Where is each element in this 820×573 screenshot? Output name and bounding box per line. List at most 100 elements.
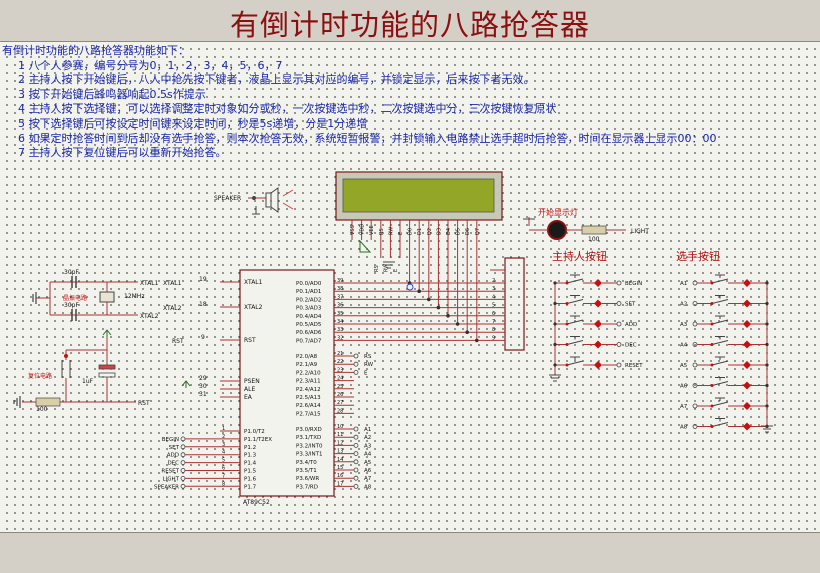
crystal-xtal2: XTAL2 — [140, 313, 159, 320]
schematic-sheet[interactable] — [0, 42, 820, 532]
svg-text:18: 18 — [199, 301, 207, 308]
p1-pin-number: 8 — [222, 481, 225, 487]
player-button-a3[interactable]: A3 — [680, 315, 769, 328]
cap1-value: 30pF — [64, 269, 79, 276]
p1-pin-number: 5 — [222, 458, 225, 464]
p3-pin-number: 10 — [337, 424, 343, 430]
p3-pin-number: 11 — [337, 432, 343, 438]
player-button-a6[interactable]: A6 — [680, 377, 769, 390]
svg-text:31: 31 — [199, 391, 207, 398]
p1-pin-label: P1.7 — [244, 484, 257, 490]
p3-net-label: A4 — [364, 452, 372, 458]
p2-pin-number: 26 — [337, 392, 343, 398]
p2-pin-label: P2.5/A13 — [296, 395, 321, 401]
light-net-label: LIGHT — [631, 228, 649, 235]
p0-pin-label: P0.3/AD3 — [296, 306, 322, 312]
p2-pin-label: P2.1/A9 — [296, 362, 318, 368]
lcd-pin-label: D7 — [475, 228, 481, 235]
p0-pin-label: P0.5/AD5 — [296, 322, 322, 328]
description-line: 5 按下选择键后可按设定时间键来设定时间，秒是5s递增，分是1分递增 — [18, 116, 368, 130]
p1-net-label: LIGHT — [163, 476, 180, 482]
player-button-a2[interactable]: A2 — [680, 295, 769, 308]
p0-pin-label: P0.2/AD2 — [296, 297, 321, 303]
host-button-dec[interactable]: DEC — [553, 336, 637, 349]
p0-pin-label: P0.4/AD4 — [296, 314, 322, 320]
p3-net-label: A2 — [364, 435, 371, 441]
connector-pin-number: 9 — [492, 335, 495, 341]
button-net-label: A6 — [680, 384, 688, 390]
p1-net-label: BEGIN — [162, 437, 179, 443]
p1-pin-number: 3 — [222, 442, 225, 448]
reset-resistor-value: 100 — [36, 406, 48, 413]
player-button-a4[interactable]: A4 — [680, 336, 769, 349]
lcd-pin-label: VEE — [369, 225, 375, 235]
crystal-circuit[interactable]: 30pF 30pF 晶振电路 12MHz XTAL1 XTAL2 — [32, 269, 159, 321]
button-net-label: A8 — [680, 425, 688, 431]
speaker-component[interactable]: SPEAKER — [214, 187, 294, 215]
crystal-xtal1: XTAL1 — [140, 280, 159, 287]
p2-pin-label: P2.7/A15 — [296, 411, 321, 417]
lcd-ground — [359, 239, 395, 269]
player-button-a5[interactable]: A5 — [680, 356, 769, 369]
button-net-label: A7 — [680, 404, 688, 410]
lcd-display[interactable] — [335, 171, 503, 221]
p3-pin-number: 17 — [337, 481, 343, 487]
p2-pin-number: 21 — [337, 351, 343, 357]
pullup-connector[interactable] — [504, 257, 525, 351]
p1-pin-number: 6 — [222, 466, 225, 472]
reset-circuit[interactable]: 复位电路 1uF RST 100 — [13, 329, 150, 413]
rst-net: RST — [172, 338, 184, 345]
cap2-value: 30pF — [64, 302, 79, 309]
button-net-label: SET — [625, 302, 636, 308]
host-button-begin[interactable]: BEGIN — [553, 274, 642, 287]
player-button-a7[interactable]: A7 — [680, 397, 769, 410]
p0-pin-number: 39 — [337, 278, 343, 284]
player-button-a8[interactable]: A8 — [680, 418, 769, 431]
p3-pin-label: P3.5/T1 — [296, 468, 317, 474]
status-bar — [0, 532, 820, 573]
button-net-label: A2 — [680, 302, 687, 308]
ale-pin: ALE — [244, 386, 255, 393]
p0-pin-number: 35 — [337, 311, 343, 317]
mcu-chip[interactable]: AT89C52 XTAL1 XTAL2 RST PSEN ALE EA 19 1… — [163, 269, 335, 506]
button-net-label: ADD — [625, 322, 637, 328]
connector-pin-number: 4 — [492, 294, 495, 300]
p0-pin-number: 32 — [337, 335, 343, 341]
lcd-pin-label: RS — [379, 228, 385, 235]
player-button-a1[interactable]: A1 — [680, 274, 769, 287]
start-lamp-label: 开始显示灯 — [538, 207, 578, 217]
p3-pin-number: 16 — [337, 473, 343, 479]
rst-pin: RST — [244, 337, 256, 344]
p2-pin-number: 24 — [337, 376, 343, 382]
host-button-reset[interactable]: RESET — [553, 356, 643, 369]
p3-net-label: A6 — [364, 468, 372, 474]
lcd-pin-label: VSS — [350, 225, 356, 235]
description-line: 1 八个人参赛，编号分号为0，1，2，3，4，5，6，7 — [18, 58, 283, 72]
p1-pin-number: 7 — [222, 473, 225, 479]
description-heading: 有倒计时功能的八路抢答器功能如下： — [2, 44, 189, 57]
p1-net-label: ADD — [167, 453, 179, 459]
lcd-pin-label: E — [398, 232, 404, 235]
xtal1-net: XTAL1 — [163, 280, 182, 287]
lcd-pin-label: D3 — [436, 228, 442, 235]
xtal1-pin: XTAL1 — [244, 279, 263, 286]
start-lamp[interactable]: 开始显示灯 100 LIGHT — [523, 207, 649, 243]
xtal2-pin: XTAL2 — [244, 304, 263, 311]
p0-pin-label: P0.7/AD7 — [296, 338, 322, 344]
function-description: 有倒计时功能的八路抢答器功能如下： 1 八个人参赛，编号分号为0，1，2，3，4… — [2, 44, 717, 161]
svg-text:30: 30 — [199, 383, 207, 390]
p1-pin-number: 4 — [222, 450, 225, 456]
host-button-group[interactable] — [549, 283, 561, 382]
p1-pin-number: 2 — [222, 434, 225, 440]
host-button-set[interactable]: SET — [553, 295, 636, 308]
p1-pin-label: P1.3 — [244, 453, 257, 459]
host-buttons[interactable]: BEGIN SET ADD DEC RESET — [553, 274, 643, 369]
p1-pin-number: 1 — [222, 426, 225, 432]
host-button-add[interactable]: ADD — [553, 315, 637, 328]
connector-pin-number: 3 — [492, 286, 495, 292]
